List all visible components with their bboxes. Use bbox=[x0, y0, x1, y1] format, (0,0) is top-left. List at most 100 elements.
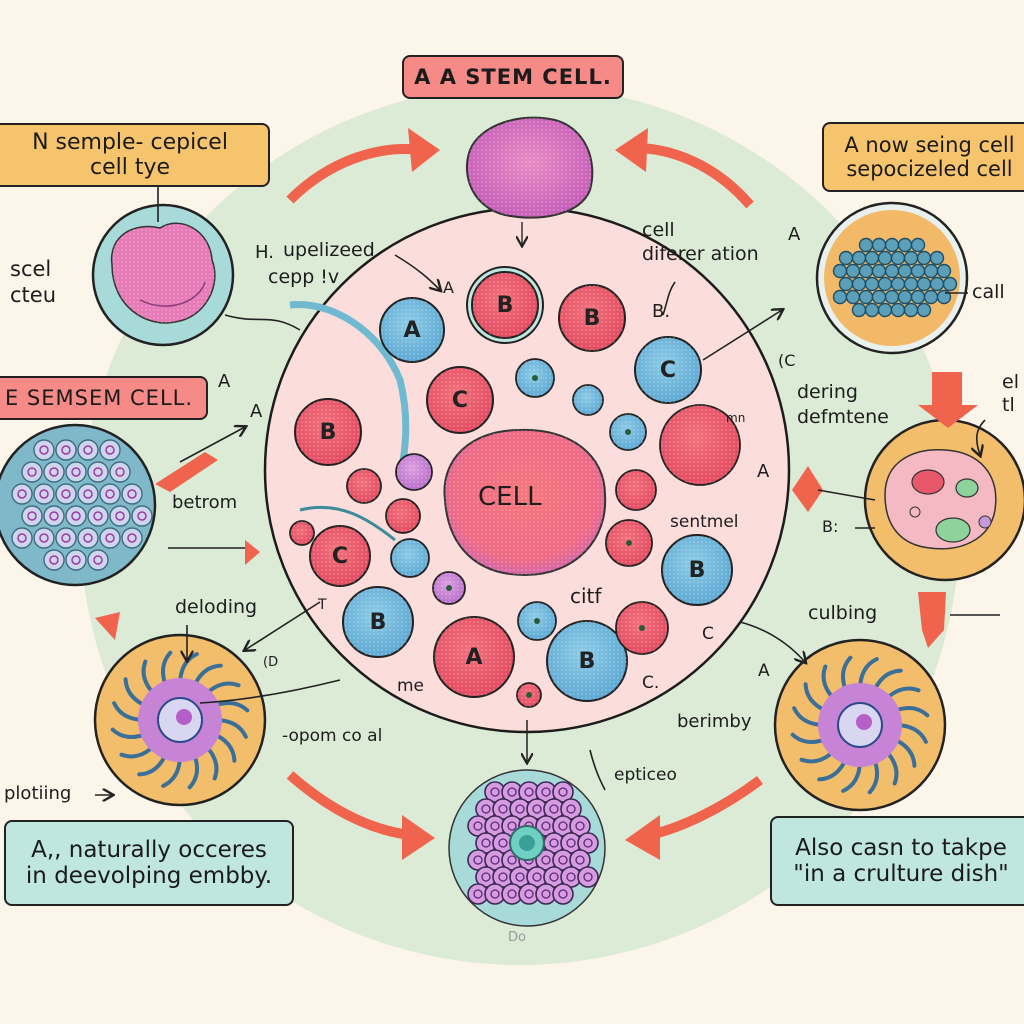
cluster-cell bbox=[77, 439, 99, 461]
bottom-cell-cluster bbox=[448, 769, 606, 927]
nucleus bbox=[490, 889, 500, 899]
cluster-cell bbox=[897, 289, 913, 305]
top-left-cell-dish bbox=[91, 203, 235, 347]
cluster-cell bbox=[903, 276, 919, 292]
nucleus bbox=[507, 889, 517, 899]
cluster-cell bbox=[109, 461, 131, 483]
nucleus bbox=[490, 821, 500, 831]
cluster-cell bbox=[65, 461, 87, 483]
mid-left-cell-dish bbox=[0, 423, 157, 587]
nucleus bbox=[541, 855, 551, 865]
nucleus bbox=[49, 467, 59, 477]
title-text: A A STEM CELL. bbox=[414, 64, 612, 89]
cluster-cell bbox=[845, 289, 861, 305]
inner-cell-label: B bbox=[584, 306, 601, 331]
cluster-cell bbox=[851, 276, 867, 292]
cell-texture bbox=[559, 285, 625, 351]
small-cells-group bbox=[289, 358, 741, 708]
nucleus bbox=[526, 692, 532, 698]
cluster-cell bbox=[11, 483, 33, 505]
label-h: H. bbox=[255, 242, 274, 263]
cluster-cell bbox=[33, 483, 55, 505]
cluster-cell bbox=[65, 549, 87, 571]
top-left-box: N semple- cepicel cell tye bbox=[0, 123, 270, 187]
cluster-cell bbox=[910, 237, 926, 253]
nucleus bbox=[83, 445, 93, 455]
cluster-cell bbox=[942, 276, 958, 292]
cluster-cell bbox=[864, 276, 880, 292]
cluster-cell bbox=[884, 263, 900, 279]
cluster-cell bbox=[923, 289, 939, 305]
top-left-line-2: cell tye bbox=[89, 155, 171, 180]
nucleus bbox=[515, 804, 525, 814]
cluster-cell bbox=[832, 263, 848, 279]
nucleus bbox=[481, 838, 491, 848]
top-stem-cell bbox=[465, 116, 594, 245]
nucleus bbox=[115, 511, 125, 521]
arrow-down-right-lower bbox=[918, 592, 946, 648]
label-scel: scel bbox=[10, 257, 52, 281]
arrow-top-left bbox=[286, 144, 421, 204]
inner-cell-label: B bbox=[497, 293, 514, 318]
bottom-right-line-1: Also casn to takpe bbox=[795, 834, 1007, 861]
nucleus bbox=[17, 533, 27, 543]
nucleus bbox=[17, 489, 27, 499]
cluster-cell bbox=[871, 237, 887, 253]
cluster-cell bbox=[864, 302, 880, 318]
cluster-cell bbox=[109, 505, 131, 527]
label-t: T bbox=[318, 597, 327, 613]
cluster-cell bbox=[121, 527, 143, 549]
cluster-cell bbox=[55, 527, 77, 549]
label-a-mid-left-2: A bbox=[250, 401, 263, 422]
nucleus bbox=[498, 804, 508, 814]
nucleus bbox=[71, 555, 81, 565]
cell-texture bbox=[573, 385, 603, 415]
arrow-head-bottom-left bbox=[402, 815, 435, 860]
bottom-left-box: A,, naturally occeres in deevolping embb… bbox=[4, 820, 294, 906]
cluster-cell bbox=[877, 276, 893, 292]
cell-texture bbox=[295, 399, 361, 465]
label-c-dot: C. bbox=[642, 673, 660, 693]
cluster-cell bbox=[11, 527, 33, 549]
cell-texture bbox=[290, 521, 314, 545]
cluster-cell bbox=[99, 439, 121, 461]
label-defmtene: defmtene bbox=[797, 406, 889, 428]
cluster-cell bbox=[99, 527, 121, 549]
cluster-cell bbox=[877, 302, 893, 318]
label-call: call bbox=[972, 281, 1005, 303]
nucleus bbox=[481, 804, 491, 814]
cluster-cell bbox=[65, 505, 87, 527]
label-a-right-mid: A bbox=[757, 461, 770, 482]
cluster-cell bbox=[577, 866, 599, 888]
cluster-cell bbox=[864, 250, 880, 266]
label-citf: citf bbox=[570, 584, 602, 608]
nucleus bbox=[566, 838, 576, 848]
bottom-left-line-1: A,, naturally occeres bbox=[31, 836, 267, 863]
label-b-dot: B. bbox=[652, 301, 671, 322]
cluster-cell bbox=[121, 483, 143, 505]
label-mn: mn bbox=[726, 411, 746, 425]
cluster-cell bbox=[43, 549, 65, 571]
cluster-cell bbox=[890, 302, 906, 318]
cell-texture bbox=[396, 454, 432, 490]
bottom-right-line-2: "in a crulture dish" bbox=[793, 861, 1009, 887]
label-b-colon: B: bbox=[822, 517, 839, 536]
nucleolus bbox=[856, 714, 872, 730]
cluster-cell bbox=[890, 250, 906, 266]
cluster-cell bbox=[910, 263, 926, 279]
cell-texture bbox=[380, 298, 444, 362]
cluster-cell bbox=[87, 549, 109, 571]
label-cteu: cteu bbox=[10, 283, 57, 307]
inner-cell-label: C bbox=[660, 358, 676, 383]
nucleus bbox=[558, 787, 568, 797]
nucleus bbox=[39, 445, 49, 455]
nucleus bbox=[566, 804, 576, 814]
nucleus bbox=[575, 855, 585, 865]
top-left-line-1: N semple- cepicel bbox=[32, 129, 228, 155]
cluster-cell bbox=[77, 527, 99, 549]
nucleus bbox=[524, 889, 534, 899]
cluster-cell bbox=[890, 276, 906, 292]
nucleus bbox=[105, 489, 115, 499]
